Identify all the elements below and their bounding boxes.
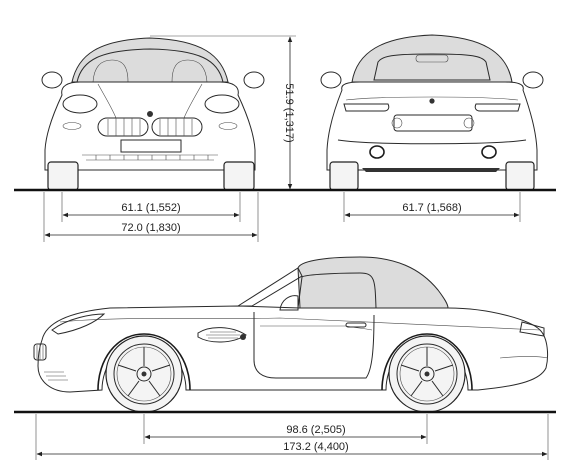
overall-height-dimension: 51.9 (1,317) (150, 35, 296, 190)
side-window (297, 272, 377, 309)
side-windshield (236, 267, 303, 307)
overall-width-dimension: 72.0 (1,830) (43, 192, 259, 242)
rear-soft-top (351, 34, 513, 83)
front-kidney-grille-right (151, 117, 203, 137)
rear-right-exhaust (481, 145, 497, 159)
front-kidney-grille-left (97, 117, 149, 137)
side-view (33, 256, 549, 413)
side-door-handle (345, 322, 367, 328)
rear-left-tail-light (343, 103, 390, 112)
rear-window (373, 53, 491, 81)
rear-license-plate (393, 114, 473, 132)
side-soft-top (297, 256, 449, 309)
rear-view (320, 34, 544, 191)
side-front-wheel (105, 335, 183, 413)
front-badge (147, 111, 153, 117)
front-track-dimension: 61.1 (1,552) (61, 192, 241, 222)
overall-width-label: 72.0 (1,830) (121, 222, 180, 234)
front-left-mirror (41, 71, 63, 89)
front-windshield (76, 48, 224, 83)
rear-left-mirror (320, 71, 342, 89)
front-left-tire (47, 161, 79, 191)
side-gill-vent (197, 327, 247, 343)
front-license-plate (120, 139, 182, 153)
overall-length-label: 173.2 (4,400) (283, 441, 348, 453)
side-rear-wheel (388, 335, 466, 413)
front-soft-top (71, 37, 229, 83)
rear-right-tire (505, 161, 535, 191)
front-right-headlight (204, 94, 240, 114)
rear-track-label: 61.7 (1,568) (402, 202, 461, 214)
side-door (253, 312, 375, 379)
rear-badge (429, 98, 435, 104)
side-mirror (279, 295, 299, 311)
wheelbase-dimension: 98.6 (2,505) (143, 414, 428, 444)
front-track-label: 61.1 (1,552) (121, 202, 180, 214)
rear-left-tire (329, 161, 359, 191)
front-body (44, 81, 256, 171)
rear-right-mirror (522, 71, 544, 89)
front-right-mirror (243, 71, 265, 89)
wheelbase-label: 98.6 (2,505) (286, 424, 345, 436)
rear-body (326, 81, 538, 171)
overall-length-dimension: 173.2 (4,400) (35, 414, 549, 460)
rear-right-tail-light (474, 103, 521, 112)
front-left-headlight (62, 94, 98, 114)
side-badge (240, 334, 246, 340)
front-right-tire (223, 161, 255, 191)
overall-height-label: 51.9 (1,317) (283, 83, 295, 142)
rear-track-dimension: 61.7 (1,568) (343, 192, 521, 222)
rear-left-exhaust (369, 145, 385, 159)
front-view (41, 37, 265, 191)
